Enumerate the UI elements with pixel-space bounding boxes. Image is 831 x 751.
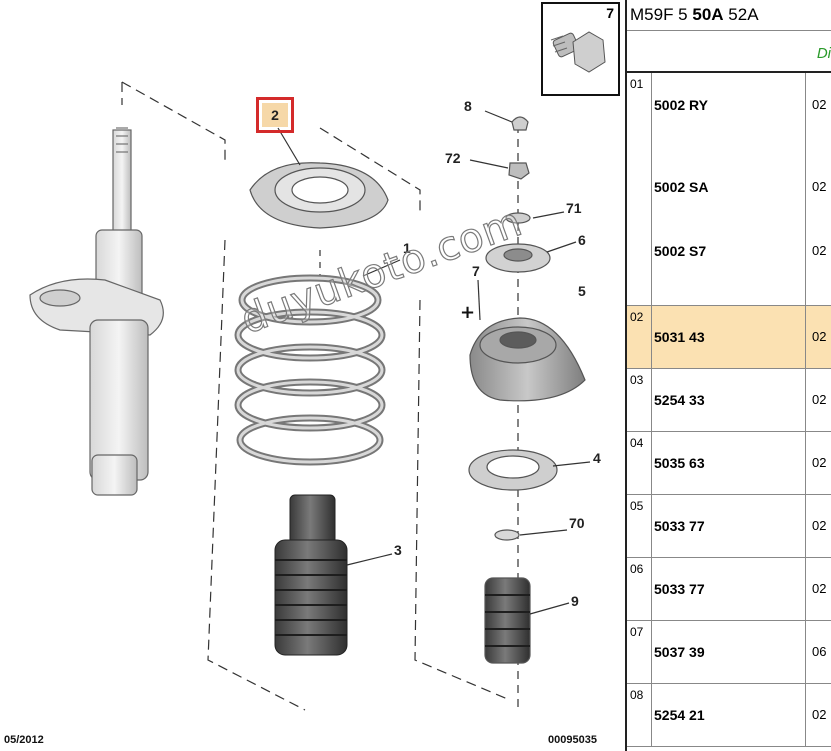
strut-drawing bbox=[29, 127, 164, 496]
qty-cell: 02 bbox=[805, 495, 831, 557]
diagram-ref-code: 00095035 bbox=[548, 734, 597, 746]
inset-label: 7 bbox=[606, 5, 614, 21]
callout-1[interactable]: 1 bbox=[403, 240, 411, 256]
callout-8[interactable]: 8 bbox=[464, 98, 472, 114]
top-mount-drawing bbox=[468, 116, 586, 664]
qty-value: 02 bbox=[812, 329, 827, 344]
row-index: 05 bbox=[627, 495, 652, 557]
parts-list-panel: M59F 5 50A 52A Di 01 5002 RY 5002 SA 500… bbox=[625, 0, 831, 751]
parts-list-title: M59F 5 50A 52A bbox=[627, 0, 831, 31]
parts-row-06[interactable]: 06 5033 77 02 bbox=[627, 558, 831, 621]
part-number: 5037 39 bbox=[654, 644, 705, 660]
parts-list-subheader: Di bbox=[627, 31, 831, 73]
row-index: 06 bbox=[627, 558, 652, 620]
selected-callout-label: 2 bbox=[262, 103, 288, 127]
qty-value: 02 bbox=[812, 392, 827, 407]
callout-9[interactable]: 9 bbox=[571, 593, 579, 609]
parts-row-02[interactable]: 02 5031 43 02 bbox=[627, 306, 831, 369]
part-number: 5002 SA bbox=[654, 179, 709, 195]
callout-7[interactable]: 7 bbox=[472, 263, 480, 279]
title-suffix: 52A bbox=[728, 5, 759, 24]
qty-cell: 02 02 02 bbox=[805, 73, 831, 305]
callout-6[interactable]: 6 bbox=[578, 232, 586, 248]
qty-cell: 02 bbox=[805, 306, 831, 368]
row-index: 03 bbox=[627, 369, 652, 431]
parts-row-01[interactable]: 01 5002 RY 5002 SA 5002 S7 02 02 02 bbox=[627, 73, 831, 306]
part-number: 5002 S7 bbox=[654, 243, 707, 259]
coil-spring-highlight bbox=[236, 276, 384, 464]
callout-71[interactable]: 71 bbox=[566, 200, 582, 216]
selected-callout-2[interactable]: 2 bbox=[256, 97, 294, 133]
part-number: 5033 77 bbox=[654, 518, 705, 534]
callout-4[interactable]: 4 bbox=[593, 450, 601, 466]
qty-value: 02 bbox=[812, 707, 827, 722]
parts-row-03[interactable]: 03 5254 33 02 bbox=[627, 369, 831, 432]
row-index: 08 bbox=[627, 684, 652, 746]
row-index: 02 bbox=[627, 306, 652, 368]
qty-value: 02 bbox=[812, 518, 827, 533]
qty-value: 02 bbox=[812, 179, 827, 194]
plus-icon: + bbox=[460, 302, 475, 323]
part-number: 5031 43 bbox=[654, 329, 705, 345]
callout-5[interactable]: 5 bbox=[578, 283, 586, 299]
part-number: 5002 RY bbox=[654, 97, 708, 113]
diagram-date: 05/2012 bbox=[4, 734, 44, 746]
part-number: 5254 21 bbox=[654, 707, 705, 723]
subheader-text: Di bbox=[816, 45, 831, 62]
qty-cell: 02 bbox=[805, 684, 831, 746]
leader-lines bbox=[277, 110, 591, 615]
parts-row-07[interactable]: 07 5037 39 06 bbox=[627, 621, 831, 684]
callout-72[interactable]: 72 bbox=[445, 150, 461, 166]
title-prefix: M59F 5 bbox=[630, 5, 688, 24]
exploded-diagram: + 8 72 71 6 7 5 1 4 70 3 9 2 7 duyukoto.… bbox=[4, 2, 620, 746]
part-number: 5035 63 bbox=[654, 455, 705, 471]
row-index: 07 bbox=[627, 621, 652, 683]
part-number: 5033 77 bbox=[654, 581, 705, 597]
bolt-icon bbox=[550, 31, 606, 73]
callout-3[interactable]: 3 bbox=[394, 542, 402, 558]
spring-seat-drawing bbox=[249, 162, 389, 229]
qty-value: 02 bbox=[812, 97, 827, 112]
dust-boot-drawing bbox=[274, 494, 348, 656]
inset-bolt[interactable]: 7 bbox=[541, 2, 620, 96]
parts-row-05[interactable]: 05 5033 77 02 bbox=[627, 495, 831, 558]
qty-value: 02 bbox=[812, 581, 827, 596]
qty-value: 06 bbox=[812, 644, 827, 659]
qty-value: 02 bbox=[812, 243, 827, 258]
row-index: 04 bbox=[627, 432, 652, 494]
qty-cell: 02 bbox=[805, 432, 831, 494]
qty-value: 02 bbox=[812, 455, 827, 470]
qty-cell: 02 bbox=[805, 558, 831, 620]
diagram-drawing: + bbox=[29, 81, 591, 711]
row-index: 01 bbox=[627, 73, 652, 305]
qty-cell: 06 bbox=[805, 621, 831, 683]
qty-cell: 02 bbox=[805, 369, 831, 431]
part-number: 5254 33 bbox=[654, 392, 705, 408]
title-bold: 50A bbox=[692, 5, 724, 24]
callout-70[interactable]: 70 bbox=[569, 515, 585, 531]
parts-row-04[interactable]: 04 5035 63 02 bbox=[627, 432, 831, 495]
parts-row-08[interactable]: 08 5254 21 02 bbox=[627, 684, 831, 747]
